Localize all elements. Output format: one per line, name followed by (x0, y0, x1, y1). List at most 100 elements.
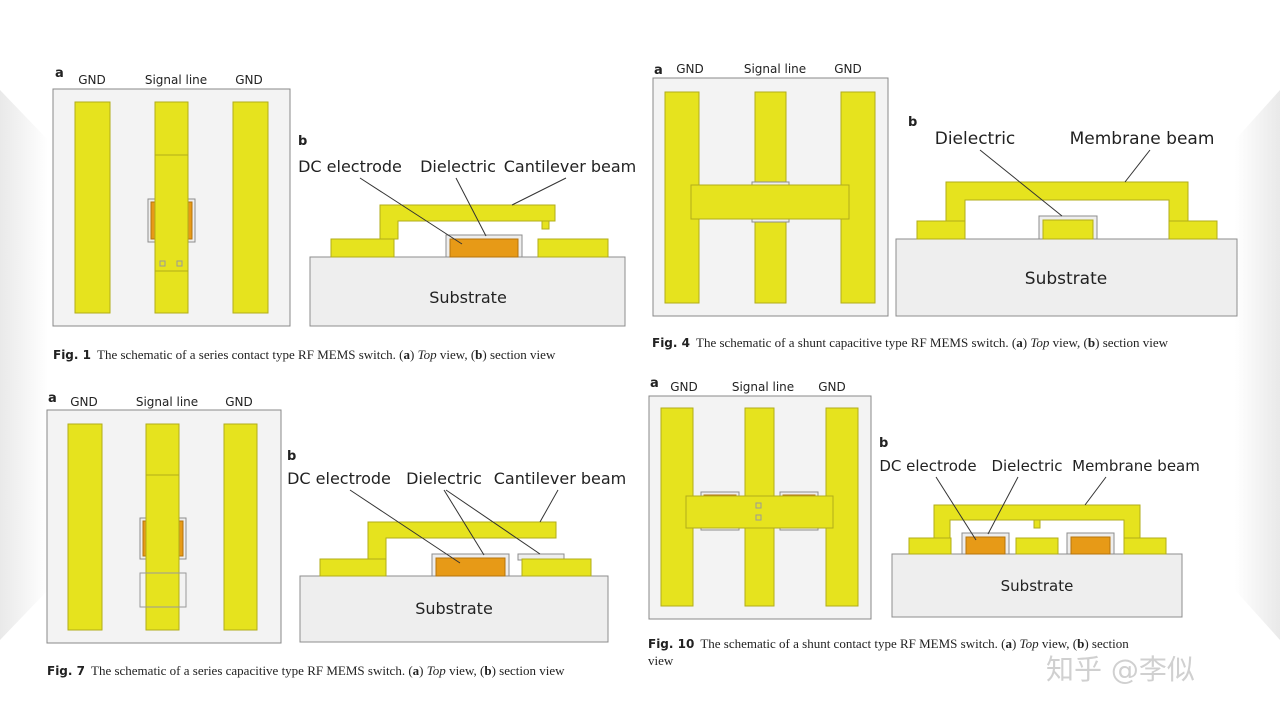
fig7-dielectric-leader-a (443, 489, 485, 556)
fig4-caption-number: Fig. 4 (652, 336, 690, 350)
fig10-contact-tip (1033, 519, 1041, 529)
fig4-signal-line-section (1042, 219, 1094, 240)
fig10-dielectric-leader (987, 476, 1019, 535)
fig1-top-view: a GND Signal line GND (52, 66, 291, 327)
fig4-section-view: b Dielectric Membrane beam Substrate (895, 115, 1238, 317)
fig1-substrate (309, 256, 626, 327)
fig1-gnd-left-label: GND (78, 73, 106, 87)
fig10-caption-a: a (1005, 636, 1012, 651)
fig7-caption-top: Top (426, 663, 446, 678)
fig7-cantilever-label: Cantilever beam (494, 469, 627, 488)
fig7-caption-b: b (484, 663, 492, 678)
fig1-cantilever-label: Cantilever beam (504, 157, 637, 176)
watermark: 知乎 @李似 (1046, 653, 1195, 686)
fig1-caption-b: b (475, 347, 483, 362)
fig1-signal-label: Signal line (145, 73, 207, 87)
fig7-caption-mid1: ) (419, 663, 427, 678)
fig7-caption-text: The schematic of a series capacitive typ… (91, 663, 413, 678)
fig7-caption-number: Fig. 7 (47, 664, 85, 678)
fig4-caption-text: The schematic of a shunt capacitive type… (696, 335, 1017, 350)
fig7-signal-label: Signal line (136, 395, 198, 409)
fig1-caption-mid1: ) (410, 347, 418, 362)
fig7-caption-a: a (412, 663, 420, 678)
fig4-anchor-right (1168, 220, 1218, 240)
fig10-signal-label: Signal line (732, 380, 794, 394)
fig10-caption-mid1: ) (1011, 636, 1020, 651)
fig4-dielectric-label: Dielectric (935, 129, 1016, 149)
fig1-gnd-left-line (74, 101, 111, 314)
fig7-dc-electrode-label: DC electrode (287, 469, 391, 488)
fig1-caption-text: The schematic of a series contact type R… (97, 347, 404, 362)
fig10-substrate-label: Substrate (1001, 577, 1074, 595)
fig1-cantilever-leader (511, 177, 567, 206)
fig1-dielectric-label: Dielectric (420, 157, 496, 176)
fig10-contact-dimple-upper (755, 502, 762, 509)
fig7-gnd-right-label: GND (225, 395, 253, 409)
fig4-gnd-right-label: GND (834, 62, 862, 76)
fig10-gnd-right-label: GND (818, 380, 846, 394)
fig10-membrane-top (685, 495, 834, 529)
fig1-gnd-right-label: GND (235, 73, 263, 87)
fig10-dc-electrode-block-left (965, 536, 1006, 555)
fig1-anchor-pad (330, 238, 395, 258)
fig10-membrane-beam (933, 504, 1141, 539)
slide-shadow-right (1235, 90, 1280, 640)
fig7-cantilever-top (145, 474, 180, 631)
fig1-dielectric-leader (455, 177, 487, 237)
fig4-caption-a: a (1016, 335, 1023, 350)
fig7-signal-line-upper (145, 423, 180, 476)
fig10-section-view: b DC electrode Dielectric Membrane beam … (879, 436, 1200, 618)
fig1-dc-electrode-block (449, 238, 519, 258)
fig7-dc-electrode-leader (349, 489, 461, 564)
fig4-caption-mid2: view, ( (1049, 335, 1088, 350)
fig10-anchor-left (908, 537, 952, 555)
fig10-contact-dimple-lower (755, 514, 762, 521)
fig4-membrane-label: Membrane beam (1070, 129, 1215, 149)
fig7-panel-a-label: a (48, 391, 57, 406)
fig1-caption-post: ) section view (482, 347, 556, 362)
fig7-caption-mid2: view, ( (445, 663, 485, 678)
fig1-contact-dimple-left (159, 260, 166, 267)
fig4-caption-mid1: ) (1022, 335, 1031, 350)
fig7-caption: Fig. 7 The schematic of a series capaciti… (47, 663, 564, 679)
fig4-substrate-label: Substrate (1025, 269, 1107, 289)
fig10-caption-top: Top (1019, 636, 1039, 651)
fig7-gnd-left-label: GND (70, 395, 98, 409)
fig10-anchor-right (1123, 537, 1167, 555)
fig10-caption-mid2: view, ( (1038, 636, 1078, 651)
fig1-dc-electrode-label: DC electrode (298, 157, 402, 176)
fig10-gnd-left-label: GND (670, 380, 698, 394)
fig4-caption: Fig. 4 The schematic of a shunt capacitiv… (652, 335, 1168, 351)
fig1-signal-line-upper (154, 101, 189, 156)
fig1-dc-electrode-leader (359, 177, 463, 245)
fig7-caption-post: ) section view (491, 663, 565, 678)
fig10-caption-number: Fig. 10 (648, 637, 695, 651)
fig7-substrate (299, 575, 609, 643)
fig1-caption-top: Top (417, 347, 437, 362)
fig4-membrane-beam (945, 181, 1189, 222)
fig4-anchor-left (916, 220, 966, 240)
fig4-caption-post: ) section view (1095, 335, 1169, 350)
fig7-dielectric-label: Dielectric (406, 469, 482, 488)
fig7-panel-b-label: b (287, 449, 296, 464)
fig1-contact-dimple-right (176, 260, 183, 267)
fig10-membrane-leader (1084, 476, 1107, 506)
fig1-caption-a: a (403, 347, 411, 362)
fig1-panel-a-label: a (55, 66, 64, 81)
fig1-signal-line-lower (154, 270, 189, 314)
fig1-gnd-right-line (232, 101, 269, 314)
slide-shadow-left (0, 90, 48, 640)
fig4-membrane-top (690, 184, 850, 220)
fig7-cantilever-beam (367, 521, 557, 560)
fig1-section-view: b DC electrode Dielectric Cantilever bea… (298, 134, 637, 327)
fig7-cantilever-leader (539, 489, 559, 523)
fig10-panel-a-label: a (650, 376, 659, 391)
fig1-cantilever-top (154, 154, 189, 272)
fig1-caption-number: Fig. 1 (53, 348, 91, 362)
fig1-signal-pad (537, 238, 609, 258)
fig7-substrate-label: Substrate (415, 599, 493, 618)
fig4-signal-label: Signal line (744, 62, 806, 76)
fig4-gnd-left-label: GND (676, 62, 704, 76)
fig7-gnd-left-line (67, 423, 103, 631)
